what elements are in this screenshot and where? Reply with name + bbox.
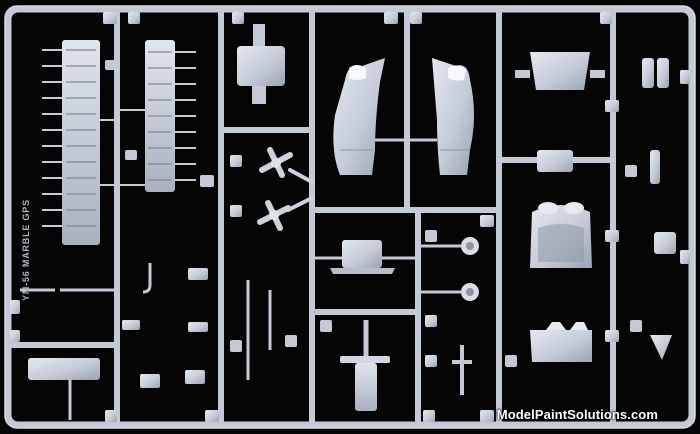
lower-left-parts <box>28 268 208 388</box>
grille-part-left <box>42 40 117 245</box>
thin-rods <box>20 263 272 420</box>
gate-tabs <box>10 12 690 422</box>
grille-part-right <box>117 40 196 192</box>
sprue-runners <box>7 7 616 427</box>
small-tabs <box>105 60 642 367</box>
watermark-text: ModelPaintSolutions.com <box>496 407 658 422</box>
ring-parts <box>418 237 479 301</box>
housing-part-top <box>515 52 605 90</box>
small-part-stack <box>642 58 676 360</box>
engine-casing-part <box>530 202 592 268</box>
bracket-part <box>312 240 418 274</box>
seat-part <box>340 320 390 411</box>
cross-rod-part <box>452 345 472 395</box>
spoke-part-upper <box>259 147 314 184</box>
block-part <box>237 24 285 104</box>
housing-part-mid <box>537 150 573 172</box>
sprue-frame <box>4 5 696 429</box>
spoke-part-lower <box>257 196 314 231</box>
sprue-frame-code: YM-56 MARBLE GPS <box>21 199 31 301</box>
cowling-right-half <box>432 58 474 175</box>
saddle-part <box>530 322 592 362</box>
cowling-left-half <box>333 58 385 175</box>
